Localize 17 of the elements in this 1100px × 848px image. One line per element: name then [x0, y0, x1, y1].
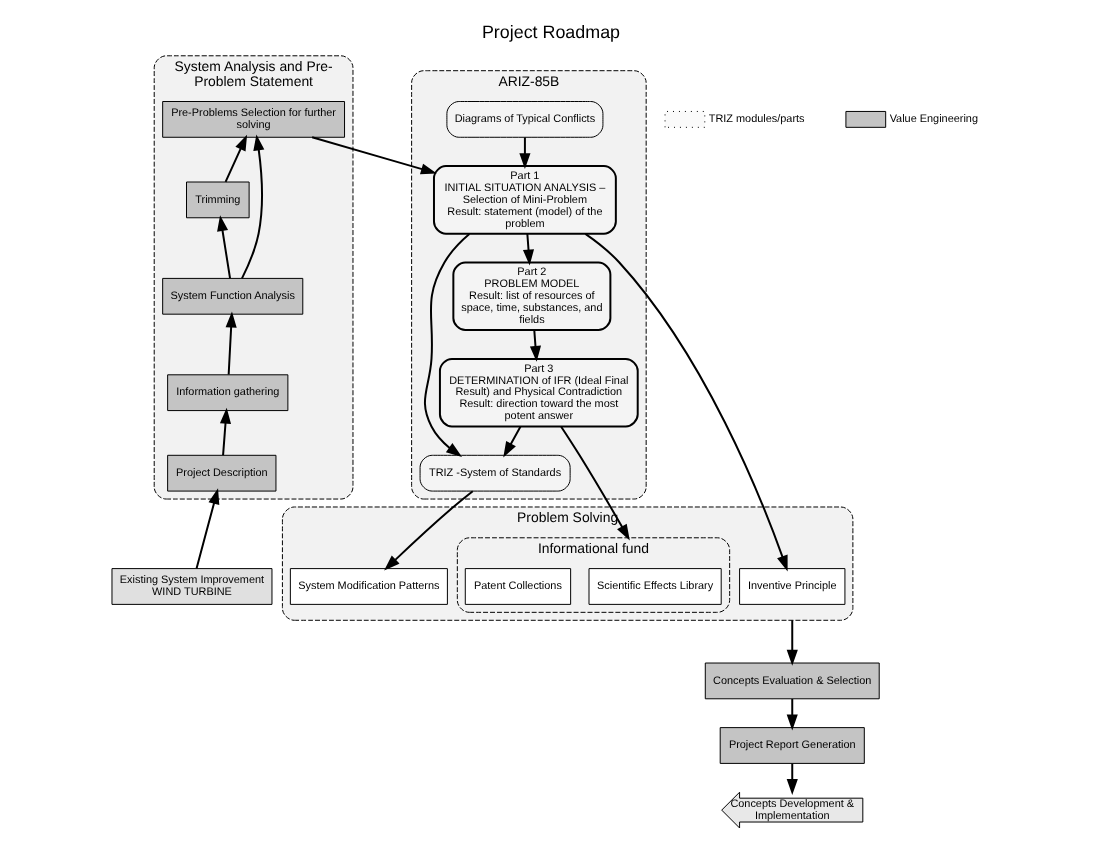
- arrow: [785, 619, 797, 666]
- arrow: [528, 329, 540, 362]
- arrow: [502, 425, 521, 458]
- arrow: [223, 134, 247, 183]
- arrow: [216, 215, 230, 280]
- arrow: [521, 232, 534, 266]
- arrow: [224, 311, 236, 376]
- arrow: [518, 136, 530, 170]
- arrow: [785, 698, 797, 731]
- arrow: [218, 407, 231, 457]
- arrow: [194, 488, 219, 570]
- arrow: [383, 490, 473, 571]
- arrow: [310, 136, 436, 175]
- diagram-title: Project Roadmap: [480, 22, 620, 43]
- arrow: [785, 762, 797, 796]
- arrow: [240, 134, 264, 280]
- arrow: [559, 425, 629, 541]
